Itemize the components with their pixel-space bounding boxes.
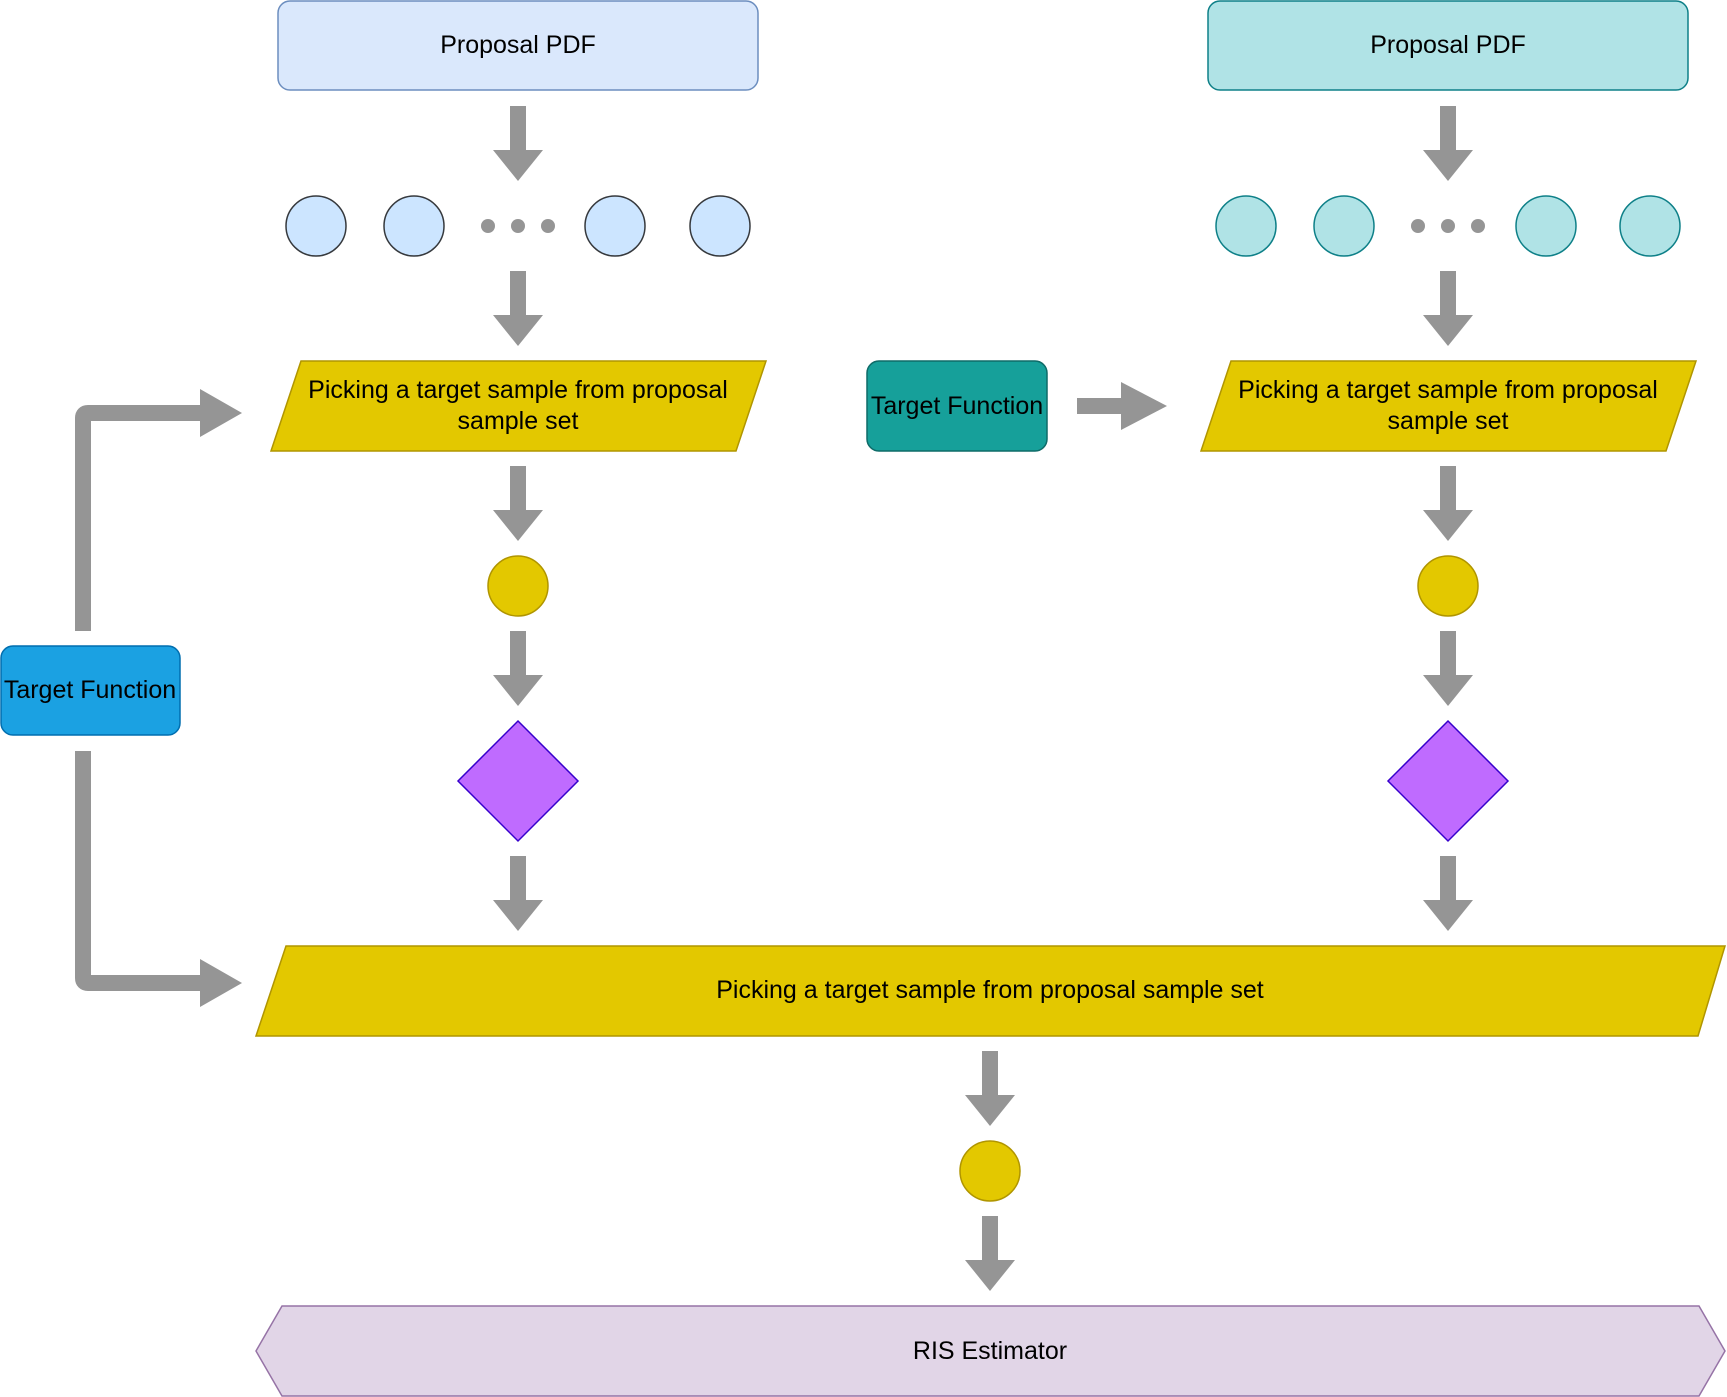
left-branch: Proposal PDF Picking a target sample fro… [269,0,768,931]
target-function-left-arrowhead-down [200,959,242,1007]
target-function-middle-group: Target Function [866,360,1167,452]
target-function-middle-box [866,360,1048,452]
right-ellipsis-dot-3 [1471,219,1485,233]
left-arrow-5 [493,856,543,931]
ris-estimator-label: RIS Estimator [913,1337,1067,1365]
left-sample-2 [383,195,445,257]
right-sample-3 [1515,195,1577,257]
left-weight-diamond [456,719,580,843]
right-sample-set [1215,195,1681,257]
target-function-left-connector-down [75,751,202,991]
ris-estimator-box [255,1305,1726,1397]
right-picking-label-line1: Picking a target sample from proposal [1238,376,1658,404]
left-arrow-2 [493,271,543,346]
right-sample-2 [1313,195,1375,257]
target-function-left-group: Target Function [0,389,242,1007]
right-arrow-5 [1423,856,1473,931]
right-arrow-1 [1423,106,1473,181]
combined-picking-label: Picking a target sample from proposal sa… [716,976,1264,1004]
left-sample-set [285,195,751,257]
left-picking-label-line2: sample set [458,407,579,435]
target-function-left-arrowhead-up [200,389,242,437]
right-target-sample [1417,555,1479,617]
combined-stage: Picking a target sample from proposal sa… [254,945,1727,1397]
target-function-left-label: Target Function [4,676,176,704]
target-function-middle-arrow-head [1121,382,1167,430]
right-arrow-2 [1423,271,1473,346]
left-proposal-pdf-label: Proposal PDF [440,31,596,59]
combined-arrow-1 [965,1051,1015,1126]
combined-arrow-2 [965,1216,1015,1291]
left-sample-4 [689,195,751,257]
left-picking-box [269,360,768,452]
left-ellipsis-dot-3 [541,219,555,233]
left-proposal-pdf-box [277,0,759,91]
right-branch: Proposal PDF Picking a target sample fro… [1199,0,1698,931]
target-function-left-connector-up [75,405,202,631]
left-sample-1 [285,195,347,257]
left-sample-3 [584,195,646,257]
left-arrow-3 [493,466,543,541]
right-proposal-pdf-label: Proposal PDF [1370,31,1526,59]
left-ellipsis-dot-1 [481,219,495,233]
left-arrow-1 [493,106,543,181]
right-arrow-3 [1423,466,1473,541]
right-picking-label-line2: sample set [1388,407,1509,435]
combined-picking-box [254,945,1727,1037]
target-function-middle-label: Target Function [871,392,1043,420]
target-function-left-box [0,645,181,736]
right-ellipsis-dot-1 [1411,219,1425,233]
left-target-sample [487,555,549,617]
left-arrow-4 [493,631,543,706]
left-ellipsis-dot-2 [511,219,525,233]
right-picking-box [1199,360,1698,452]
right-sample-4 [1619,195,1681,257]
right-proposal-pdf-box [1207,0,1689,91]
right-ellipsis-dot-2 [1441,219,1455,233]
right-sample-1 [1215,195,1277,257]
combined-target-sample [959,1140,1021,1202]
left-picking-label-line1: Picking a target sample from proposal [308,376,728,404]
right-arrow-4 [1423,631,1473,706]
right-weight-diamond [1386,719,1510,843]
target-function-middle-arrow-shaft [1077,398,1123,414]
